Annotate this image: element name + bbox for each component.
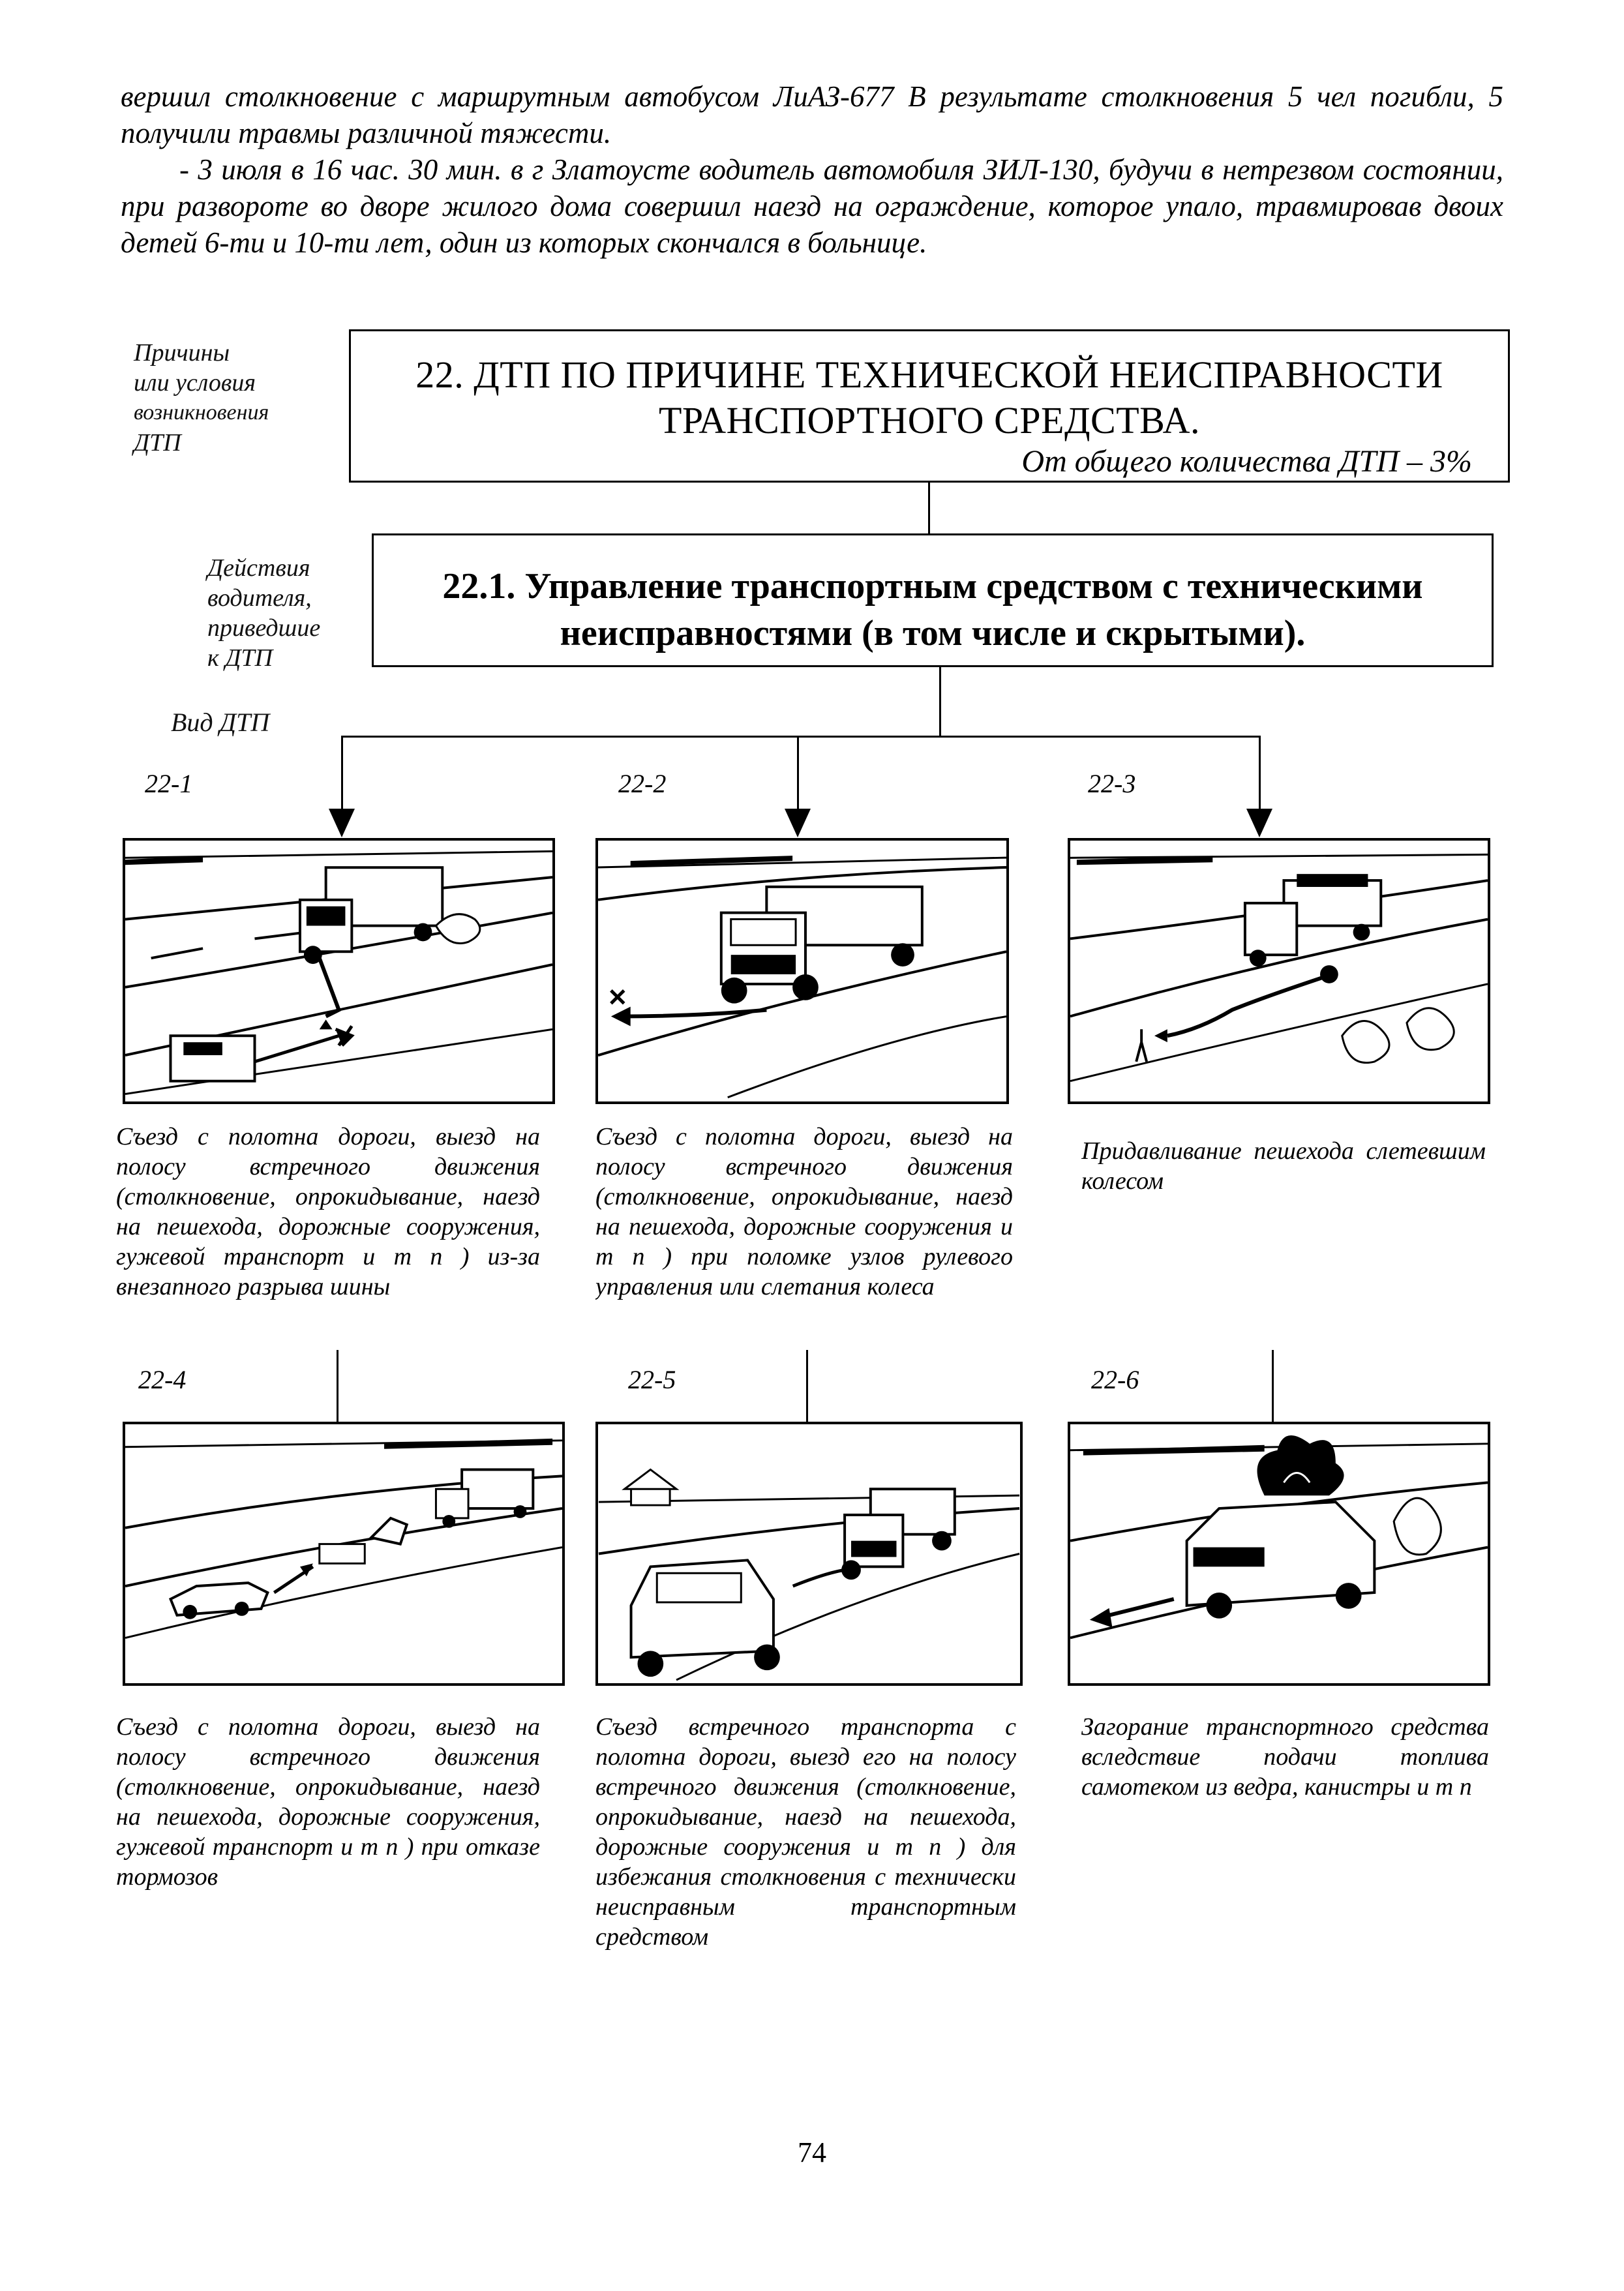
page-number: 74 [798,2136,826,2168]
category-share-underline [1212,481,1482,482]
case-number: 22-1 [145,769,193,798]
subcategory-title-line-1: 22.1. Управление транспортным средством … [442,566,1423,606]
illustration-tire-burst-drawing [125,850,552,1096]
connector-line [1259,736,1261,814]
case-number: 22-4 [138,1365,187,1394]
intro-text: вершил столкновение с маршрутным автобус… [121,78,1503,261]
connector-line [797,736,799,814]
category-title-line-2: ТРАНСПОРТНОГО СРЕДСТВА. [658,399,1201,442]
category-share: От общего количества ДТП – 3% [1021,444,1472,479]
case-caption: Загорание транспортного средства вследст… [1081,1713,1489,1801]
illustration-fuel-fire-drawing [1070,1435,1488,1640]
side-label-causes-line: Причины [134,339,230,367]
side-label-actions: Действия водителя, приведшие к ДТП [207,553,320,673]
illustration-fuel-fire [1068,1422,1490,1686]
connector-line [1272,1350,1274,1435]
side-label-actions-line: приведшие [207,614,321,642]
connector-line [341,736,1261,738]
arrow-down-icon [329,809,355,837]
case-number: 22-3 [1088,769,1136,798]
category-title-line-1: 22. ДТП ПО ПРИЧИНЕ ТЕХНИЧЕСКОЙ НЕИСПРАВН… [415,353,1443,396]
illustration-steering-failure-drawing [598,856,1006,1099]
arrow-down-icon [1246,809,1272,837]
intro-paragraph-2: - 3 июля в 16 час. 30 мин. в г Златоусте… [121,153,1503,259]
case-caption: Съезд с полотна дороги, выезд на полосу … [116,1713,540,1891]
category-box: 22. ДТП ПО ПРИЧИНЕ ТЕХНИЧЕСКОЙ НЕИСПРАВН… [349,329,1510,483]
illustration-tire-burst [123,838,555,1104]
connector-line [928,483,930,535]
case-caption: Придавливание пешехода слетевшим колесом [1081,1137,1486,1195]
connector-line [337,1350,338,1435]
case-caption: Съезд с полотна дороги, выезд на полосу … [116,1123,540,1300]
case-number: 22-2 [618,769,667,798]
side-label-causes-line: ДТП [134,429,181,457]
case-caption: Съезд встречного транспорта с полотна до… [595,1713,1016,1951]
side-label-causes-line: возникновения [134,400,269,425]
category-title: 22. ДТП ПО ПРИЧИНЕ ТЕХНИЧЕСКОЙ НЕИСПРАВН… [351,352,1508,443]
connector-line [939,667,941,737]
side-label-actions-line: Действия [207,554,310,582]
case-caption: Съезд с полотна дороги, выезд на полосу … [595,1123,1013,1300]
side-label-causes-line: или условия [134,369,256,397]
subcategory-title-line-2: неисправностями (в том числе и скрытыми)… [560,613,1306,653]
intro-paragraph-1: вершил столкновение с маршрутным автобус… [121,80,1503,149]
side-label-type: Вид ДТП [171,708,270,737]
illustration-loose-wheel-drawing [1070,853,1488,1083]
side-label-causes: Причины или условия возникновения ДТП [134,338,269,458]
side-label-actions-line: водителя, [207,584,312,612]
illustration-steering-failure [595,838,1009,1104]
illustration-brake-failure-drawing [125,1438,562,1639]
connector-line [806,1350,808,1435]
illustration-brake-failure [123,1422,565,1686]
arrow-down-icon [785,809,811,837]
connector-line [341,736,343,814]
illustration-oncoming-avoidance [595,1422,1023,1686]
case-number: 22-6 [1091,1365,1139,1394]
side-label-actions-line: к ДТП [207,644,273,672]
subcategory-title: 22.1. Управление транспортным средством … [374,563,1492,657]
case-number: 22-5 [628,1365,676,1394]
illustration-oncoming-avoidance-drawing [598,1468,1020,1681]
subcategory-box: 22.1. Управление транспортным средством … [372,533,1494,667]
illustration-loose-wheel [1068,838,1490,1104]
